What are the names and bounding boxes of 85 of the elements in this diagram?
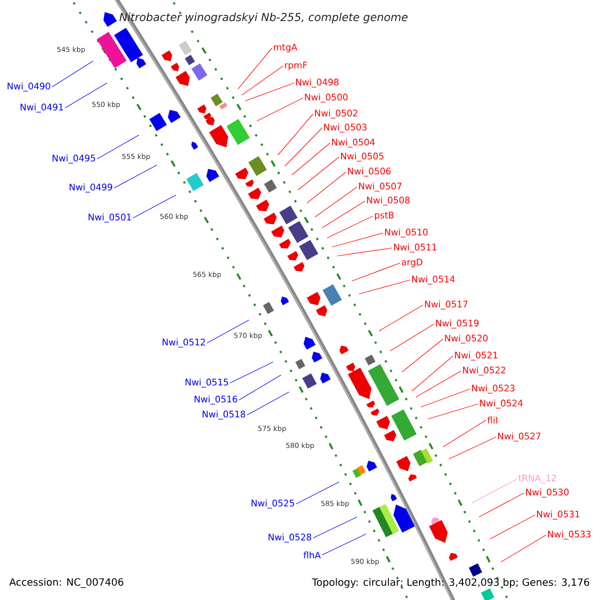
leader-line (358, 280, 410, 294)
leader-line (298, 156, 340, 190)
leader-line (306, 172, 346, 204)
leader-line (312, 516, 358, 538)
genome-info-text: Topology: circular; Length: 3,402,093 bp; Genes: 3,176 (312, 578, 590, 588)
gene-label: Nwi_0527 (498, 432, 540, 442)
gene-label: Nwi_0516 (194, 396, 238, 404)
gene-label: Nwi_0521 (455, 352, 498, 360)
gene-label: fliI (487, 416, 498, 424)
title: Nitrobacter winogradskyi Nb-255, complete genome (120, 12, 408, 24)
leader-line (284, 128, 322, 166)
gene-label: Nwi_0530 (526, 488, 569, 498)
gene-label: Nwi_0515 (186, 378, 228, 388)
leader-line (326, 216, 374, 238)
leader-line (390, 324, 434, 352)
gene-label: Nwi_0491 (20, 104, 63, 112)
gene-label: Nwi_0528 (268, 534, 312, 542)
gene-label: Nwi_0510 (385, 228, 428, 238)
leader-line (296, 482, 340, 504)
leader-line (230, 362, 274, 384)
gene-label: tRNA_12 (518, 474, 556, 484)
leader-line (472, 478, 518, 504)
gene-label: Nwi_0518 (202, 410, 246, 420)
gene-label: Nwi_0531 (537, 510, 580, 520)
gene-label: Nwi_0508 (367, 196, 410, 206)
leader-line (490, 514, 536, 540)
gene-label: Nwi_0499 (70, 184, 112, 192)
leader-line (278, 114, 314, 156)
leader-line (428, 404, 478, 420)
gene-label: Nwi_0502 (315, 110, 358, 118)
gene-label: Nwi_0507 (359, 182, 402, 192)
accession-text: Accession: NC_007406 (9, 578, 124, 588)
gene-label: Nwi_0533 (548, 530, 590, 540)
gene-label: rpmF (285, 62, 308, 70)
gene-label: Nwi_0505 (341, 152, 384, 162)
leader-line (242, 66, 284, 96)
leader-line (332, 232, 384, 248)
leader-line (256, 98, 304, 122)
gene-label: Nwi_0524 (480, 400, 523, 408)
leader-line (378, 304, 424, 332)
gene-label: pstB (375, 212, 394, 220)
gene-label: Nwi_0522 (463, 366, 506, 376)
leader-line (416, 370, 462, 398)
gene-label: Nwi_0511 (394, 244, 436, 252)
gene-label: Nwi_0503 (324, 124, 366, 132)
leader-line (412, 356, 454, 392)
leader-line (442, 420, 486, 448)
leader-line (52, 60, 94, 88)
leader-line (314, 186, 358, 218)
leader-line (292, 142, 330, 176)
gene-label: Nwi_0498 (296, 78, 339, 88)
leader-line (336, 248, 392, 256)
leader-line (96, 134, 140, 160)
leader-line (238, 48, 272, 90)
gene-label: Nwi_0517 (425, 300, 468, 310)
gene-label: flhA (303, 552, 321, 558)
gene-label: argD (402, 258, 422, 268)
leader-line (478, 492, 524, 518)
leader-line (500, 534, 546, 562)
leader-line (352, 262, 400, 282)
leader-line (64, 82, 108, 108)
leader-line (420, 388, 470, 408)
leader-line (206, 320, 250, 344)
gene-label: Nwi_0525 (252, 500, 294, 508)
gene-label: Nwi_0506 (348, 168, 391, 176)
leader-line (322, 534, 366, 556)
leader-line (322, 200, 366, 228)
gene-label: Nwi_0514 (412, 276, 455, 284)
leader-line (246, 392, 290, 416)
gene-label: Nwi_0501 (88, 214, 131, 222)
leader-line (114, 164, 158, 188)
leader-line (244, 82, 294, 102)
leader-line (402, 338, 444, 372)
leader-line (448, 436, 496, 460)
gene-label: Nwi_0500 (305, 94, 348, 102)
gene-label: Nwi_0520 (445, 334, 488, 344)
leader-line (132, 194, 176, 218)
gene-label: Nwi_0512 (162, 338, 205, 348)
gene-label: Nwi_0490 (8, 82, 50, 92)
gene-label: Nwi_0523 (472, 384, 514, 394)
gene-label: Nwi_0495 (52, 154, 95, 164)
gene-label: Nwi_0504 (332, 138, 375, 148)
leader-line (238, 374, 282, 400)
gene-label: mtgA (274, 44, 298, 52)
gene-label: Nwi_0519 (436, 320, 479, 328)
